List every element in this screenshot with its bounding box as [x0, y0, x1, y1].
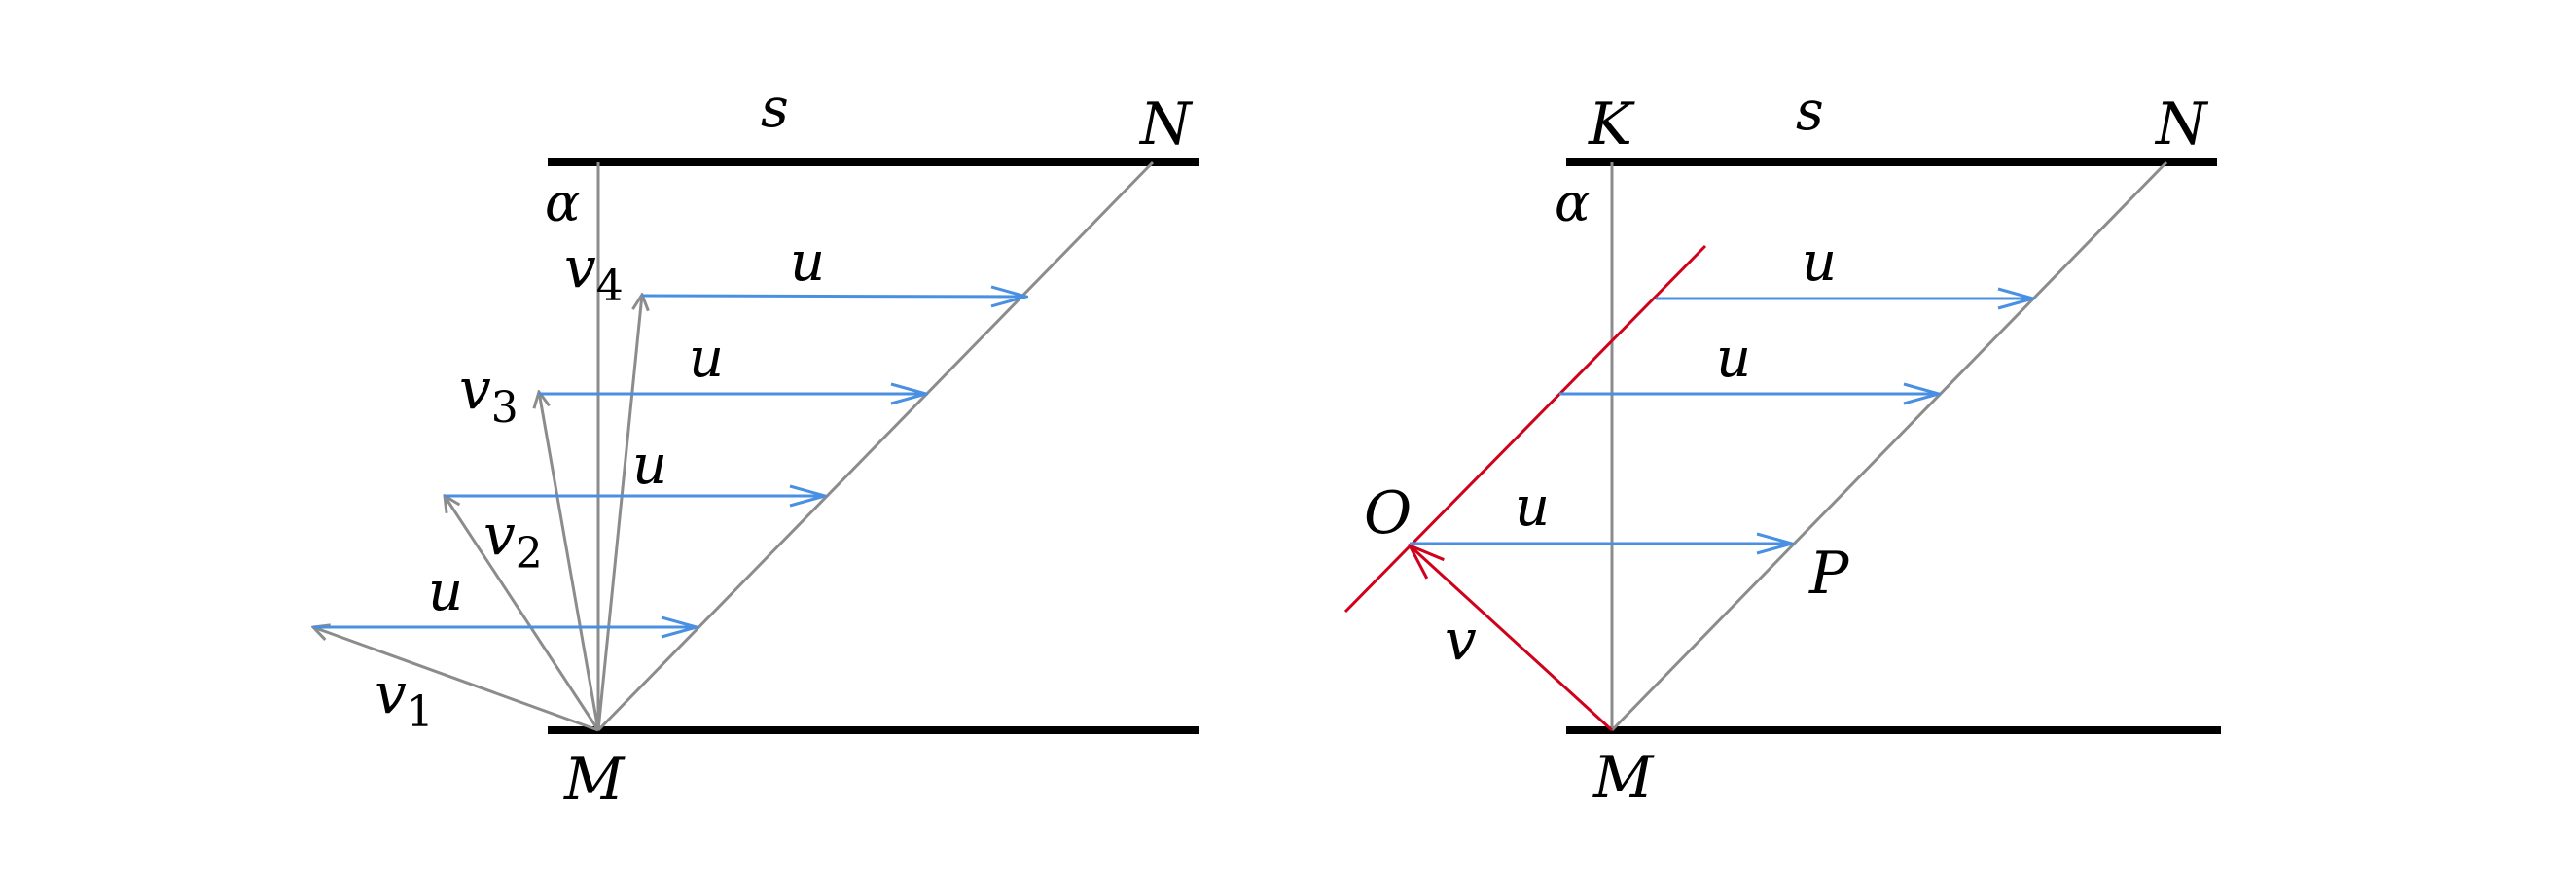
label-v3: v3 [459, 356, 519, 433]
red-boundary-line [1343, 244, 1707, 614]
v3-arrow [539, 392, 600, 731]
v-arrow [1410, 545, 1614, 732]
right-label-P: P [1808, 540, 1850, 608]
right-label-u2: u [1716, 327, 1751, 390]
v4-arrow [596, 295, 642, 731]
left-label-u4: u [790, 230, 825, 294]
left-label-s: s [761, 77, 789, 140]
right-label-O: O [1364, 479, 1412, 547]
label-v2: v2 [483, 502, 543, 579]
left-label-u2: u [632, 434, 667, 497]
left-label-u3: u [689, 327, 724, 390]
right-label-v: v [1445, 607, 1477, 673]
right-diagonal-line [1610, 160, 2168, 732]
right-diagram: K s N α M O P v u u u [1343, 80, 2221, 812]
u4-arrow [641, 296, 1026, 297]
label-v1: v1 [375, 660, 434, 737]
right-label-K: K [1588, 90, 1635, 158]
right-label-M: M [1592, 744, 1655, 812]
left-diagonal-line [596, 160, 1155, 732]
v2-arrow [445, 496, 600, 731]
left-diagram: s N α M v1 v2 v3 v4 u u u u [313, 77, 1199, 814]
label-v4: v4 [564, 234, 624, 311]
right-label-alpha: α [1555, 172, 1590, 233]
v1-arrow [313, 627, 599, 732]
left-label-M: M [563, 746, 626, 814]
right-label-u3: u [1802, 230, 1837, 294]
left-label-u1: u [428, 560, 463, 623]
left-label-alpha: α [545, 172, 580, 233]
left-label-N: N [1138, 90, 1194, 158]
right-label-s: s [1796, 80, 1824, 143]
right-label-u1: u [1515, 475, 1550, 539]
right-label-N: N [2154, 90, 2209, 158]
